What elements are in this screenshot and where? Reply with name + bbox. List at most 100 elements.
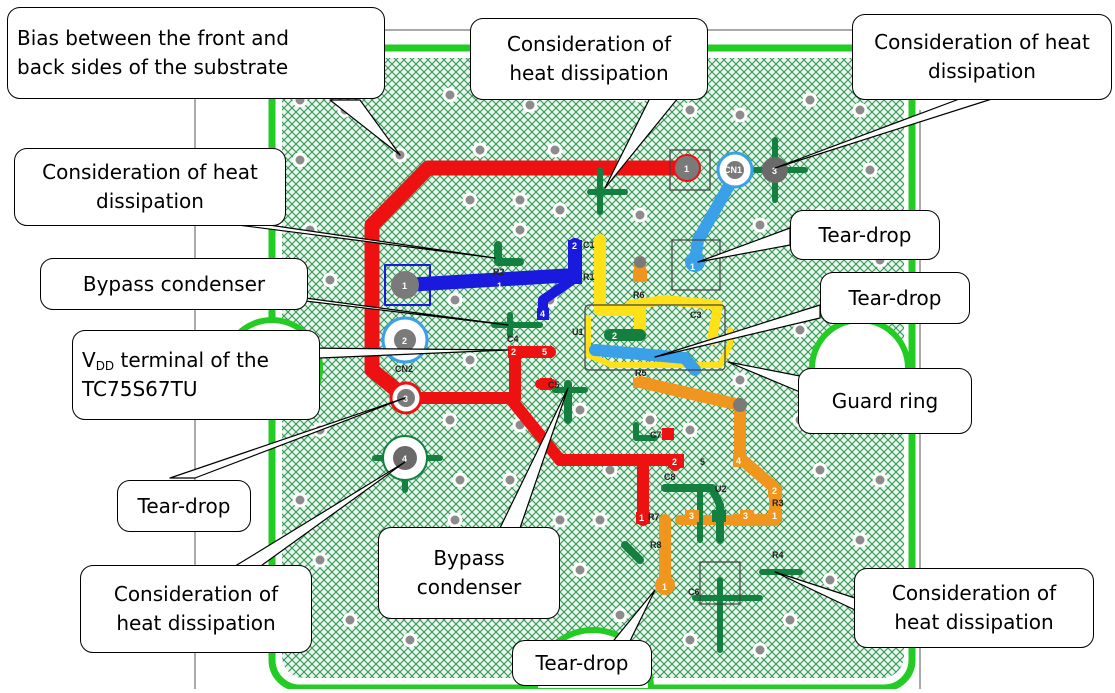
callout-heat-top-right-line2: dissipation: [928, 59, 1036, 83]
callout-tear-right-mid-text: Tear-drop: [848, 285, 942, 310]
pad-number: 2: [572, 241, 577, 251]
label-cn1: CN1: [724, 165, 742, 175]
label-c5: C5: [548, 380, 560, 390]
callout-bias-line2: back sides of the substrate: [17, 55, 289, 79]
stitching-via: [872, 472, 888, 488]
stitching-via: [862, 162, 878, 178]
callout-bypass-center-line1: Bypass: [433, 546, 505, 570]
stitching-via: [442, 87, 458, 103]
pad-number: 5: [700, 457, 705, 467]
label-c3: C3: [690, 310, 702, 320]
callout-vdd-rest: terminal of the: [114, 348, 269, 372]
stitching-via: [682, 422, 698, 438]
callout-heat-bottom-left-line2: heat dissipation: [116, 611, 276, 635]
label-c6: C6: [688, 587, 700, 597]
pad-number: 3: [403, 394, 408, 404]
stitching-via: [462, 192, 478, 208]
label-r7: R7: [648, 512, 660, 522]
label-u1: U1: [572, 327, 584, 337]
label-r8: R8: [650, 540, 662, 550]
label-r1: R1: [583, 272, 595, 282]
callout-tear-right-mid: Tear-drop: [820, 272, 970, 324]
pad-number: 2: [511, 347, 516, 357]
pad-number: 1: [684, 164, 689, 174]
pad-number: 1: [497, 281, 502, 291]
stitching-via: [792, 322, 808, 338]
callout-bias-line1: Bias between the front and: [17, 26, 289, 50]
stitching-via: [682, 632, 698, 648]
stitching-via: [612, 607, 628, 623]
callout-bypass-center-line2: condenser: [416, 575, 522, 599]
stitching-via: [732, 107, 748, 123]
callout-bypass-center: Bypass condenser: [378, 527, 560, 619]
stitching-via: [402, 632, 418, 648]
pad-number: 2: [612, 331, 617, 341]
stitching-via: [502, 472, 518, 488]
callout-vdd-v: V: [82, 348, 96, 372]
stitching-via: [322, 272, 338, 288]
label-cn2: CN2: [395, 364, 413, 374]
pad-number: 2: [772, 486, 777, 496]
leader-tear-left: [169, 397, 406, 479]
callout-bypass-left: Bypass condenser: [40, 258, 308, 310]
pcb-reference-labels: R2 C1 R1 R6 C3 C4 U1 C5 R5 C7 C8 U2 R3 R…: [395, 165, 784, 597]
callout-tear-left-text: Tear-drop: [137, 493, 231, 518]
pad-number: 4: [540, 309, 545, 319]
pad-number: 1: [402, 281, 407, 291]
stitching-via: [822, 572, 838, 588]
label-r5: R5: [635, 368, 647, 378]
callout-heat-left-line2: dissipation: [96, 189, 204, 213]
callout-guard-ring: Guard ring: [798, 368, 972, 434]
stitching-via: [447, 292, 463, 308]
callout-heat-bottom-left-line1: Consideration of: [113, 582, 279, 606]
callout-heat-top-center-line2: heat dissipation: [509, 61, 669, 85]
stitching-via: [852, 532, 868, 548]
stitching-via: [312, 552, 328, 568]
pad-number: 3: [689, 511, 694, 521]
stitching-via: [442, 412, 458, 428]
label-r4: R4: [772, 550, 784, 560]
callout-heat-bottom-left: Consideration of heat dissipation: [80, 565, 312, 653]
pad-number: 3: [743, 511, 748, 521]
label-r2: R2: [493, 267, 505, 277]
stitching-via: [512, 192, 528, 208]
stitching-via: [472, 142, 488, 158]
pad-number: 1: [772, 511, 777, 521]
stitching-via: [292, 492, 308, 508]
stitching-via: [522, 97, 538, 113]
callout-tear-right-top: Tear-drop: [790, 210, 940, 260]
stitching-via: [462, 352, 478, 368]
callout-leaders: [169, 97, 996, 646]
pad-number: 5: [542, 347, 547, 357]
callout-heat-bottom-right-line2: heat dissipation: [894, 610, 1054, 634]
callout-heat-bottom-right-line1: Consideration of: [891, 581, 1057, 605]
pad-number: 3: [772, 166, 777, 176]
stitching-via: [342, 612, 358, 628]
pad-number-labels: 1 3 1 2 3 4 1 2 4 2 5 2 5 1 4 3 3 1 2 2 …: [402, 164, 777, 592]
callout-guard-ring-text: Guard ring: [831, 388, 939, 413]
stitching-via: [802, 92, 818, 108]
stitching-via: [292, 152, 308, 168]
callout-tear-bottom: Tear-drop: [512, 640, 652, 686]
stitching-via: [812, 462, 828, 478]
stitching-via: [552, 512, 568, 528]
stitching-via: [732, 372, 748, 388]
label-c4: C4: [507, 334, 519, 344]
label-r6: R6: [633, 290, 645, 300]
label-c8: C8: [664, 472, 676, 482]
stitching-via: [752, 217, 768, 233]
callout-tear-bottom-text: Tear-drop: [535, 650, 629, 675]
pad-number: 4: [736, 456, 741, 466]
callout-vdd-sub: DD: [95, 359, 115, 373]
stitching-via: [547, 142, 563, 158]
label-c1: C1: [583, 240, 595, 250]
stitching-via: [512, 222, 528, 238]
stitching-via: [632, 207, 648, 223]
pad-number: 4: [402, 454, 407, 464]
label-r3: R3: [772, 498, 784, 508]
callout-heat-top-center: Consideration of heat dissipation: [470, 18, 708, 100]
callout-heat-top-center-line1: Consideration of: [506, 32, 672, 56]
